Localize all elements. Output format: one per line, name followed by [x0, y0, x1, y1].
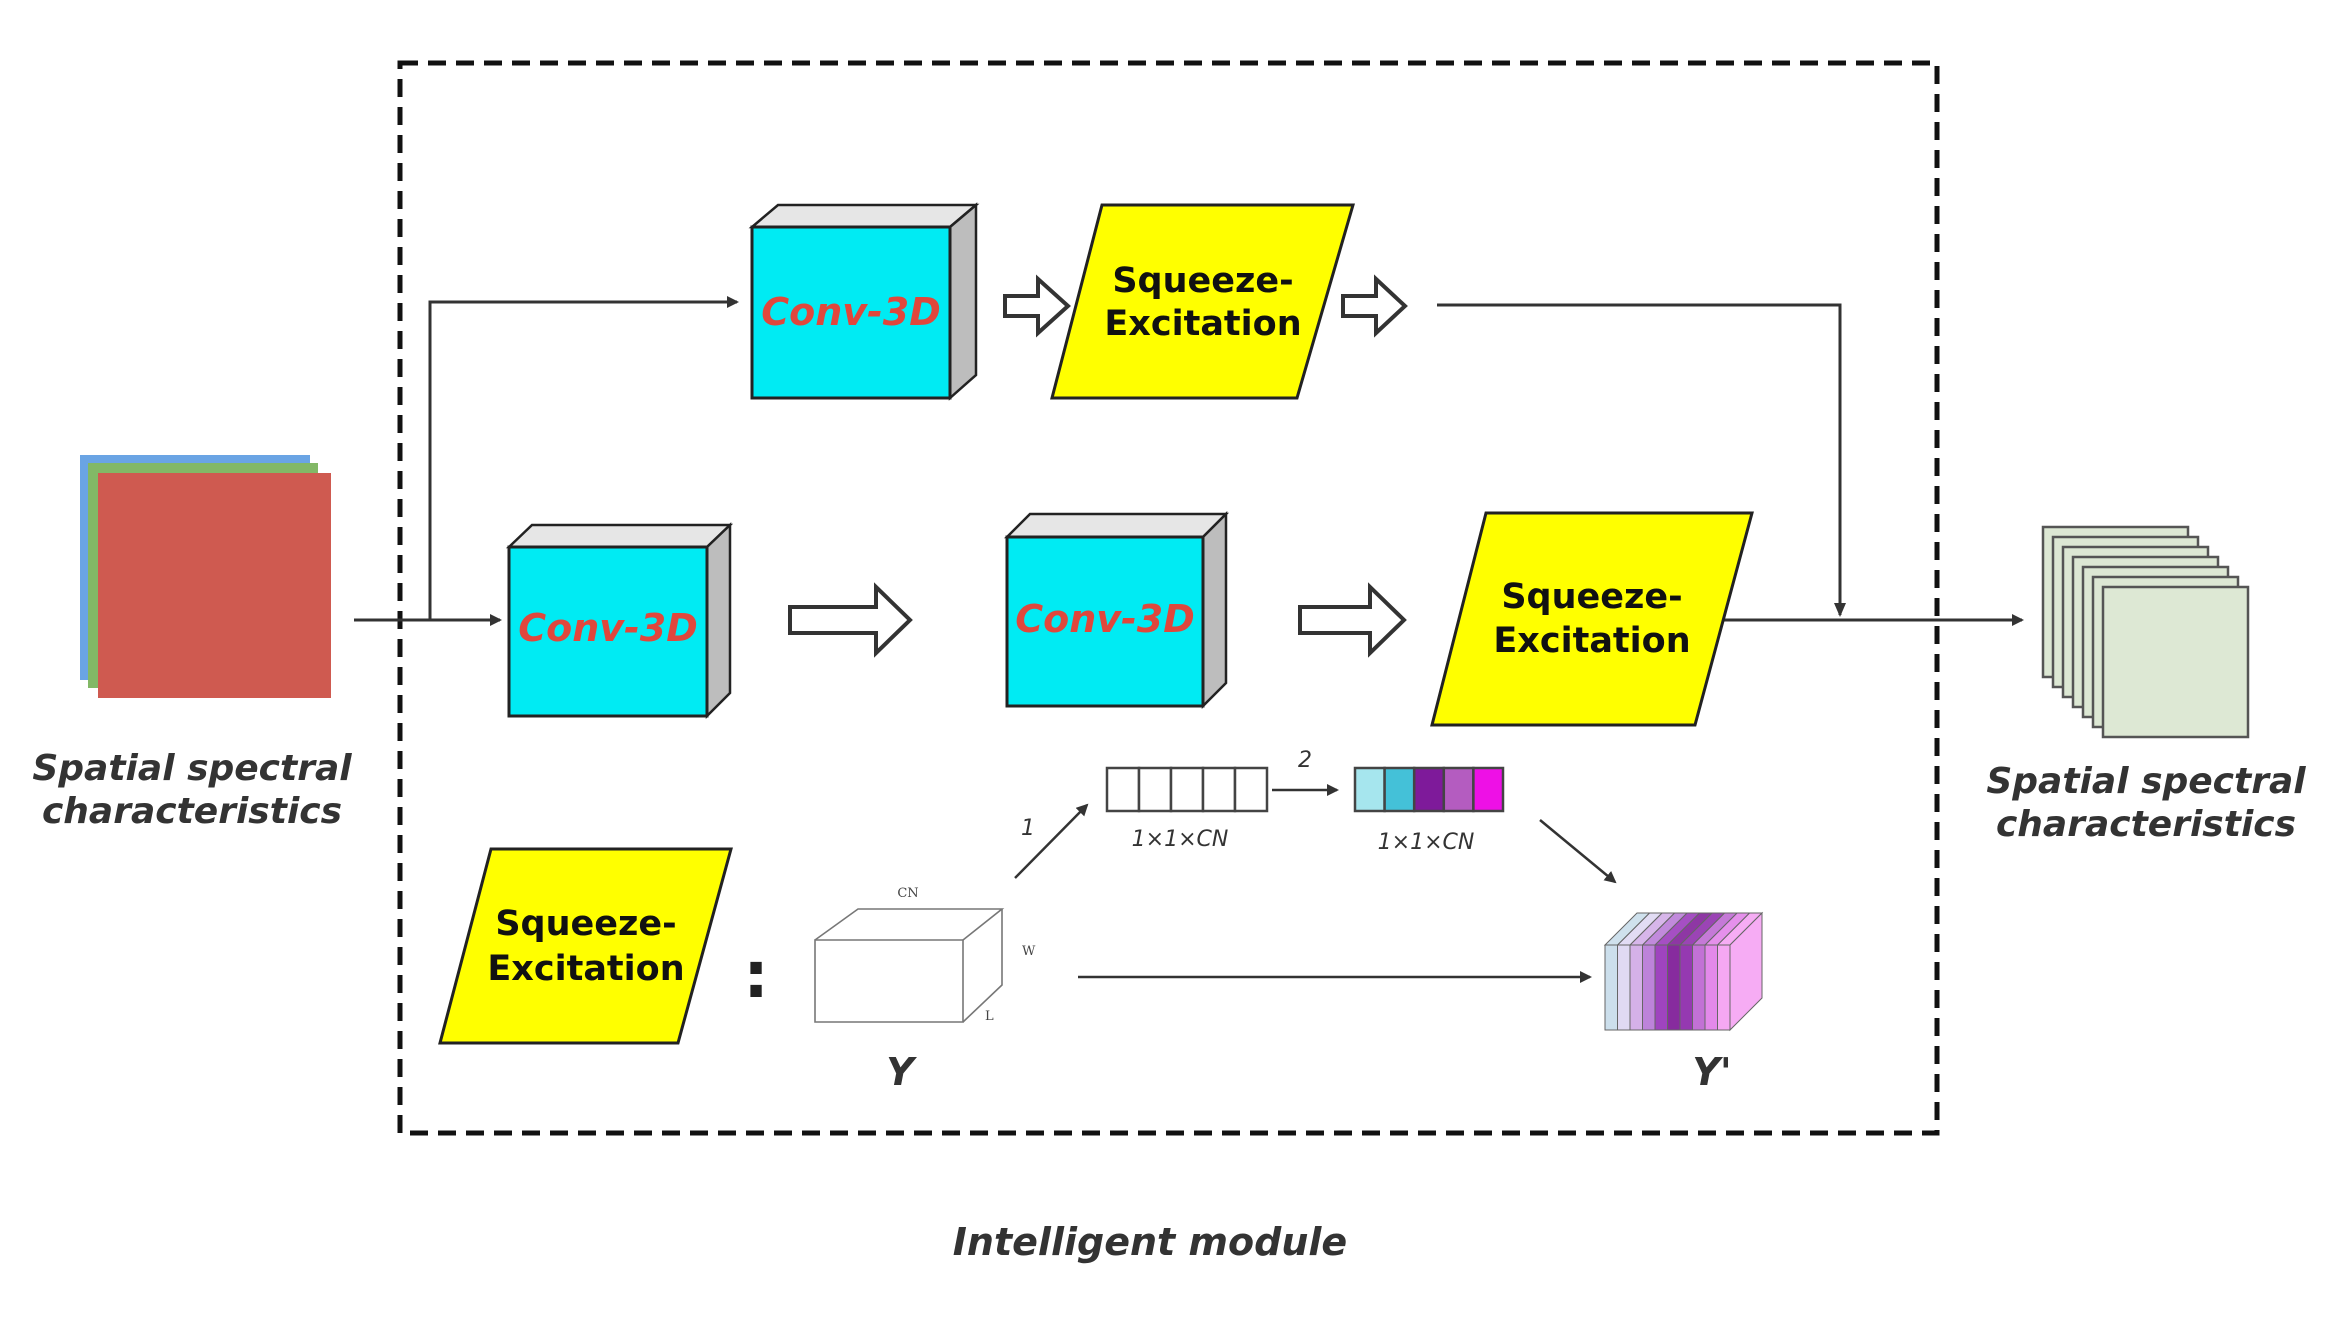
step1-label: 1 [1021, 816, 1035, 841]
top-se-label-line1: Squeeze- [1112, 261, 1293, 301]
output-tensor-slice [1603, 912, 1651, 1031]
top-se-shape [1050, 203, 1355, 400]
middle-se-label-line1: Squeeze- [1501, 577, 1682, 617]
output-tensor-slice [1691, 912, 1739, 1031]
middle-conv3d-1-label: Conv-3D [518, 606, 698, 650]
step1-arrow [1014, 803, 1089, 879]
output-tensor-slice [1716, 912, 1764, 1031]
module-title: Intelligent module [953, 1220, 1347, 1264]
output-layer-sheet [2101, 585, 2250, 739]
detail-separator-colon: : [743, 939, 769, 1013]
input-tensor-label-w: W [1022, 944, 1036, 959]
middle-conv3d-2-side-face [1201, 510, 1228, 710]
top-conv3d-front [750, 225, 952, 400]
top-conv3d-side-face [948, 202, 978, 401]
middle-se-block: Squeeze- Excitation [1430, 511, 1754, 727]
output-tensor-side [1729, 911, 1763, 1032]
middle-conv3d-2-label: Conv-3D [1015, 597, 1195, 641]
excitation-vector [1353, 766, 1505, 813]
squeeze-vector-cell [1105, 766, 1141, 813]
input-tensor-name: Y [886, 1050, 917, 1094]
output-caption-line2: characteristics [1996, 804, 2296, 845]
input-tensor-label-cn: CN [897, 886, 918, 901]
middle-conv3d-1-side-face [705, 522, 732, 720]
excitation-vector-cell [1412, 766, 1446, 813]
hollow-arrow-mid-2 [1298, 582, 1407, 658]
excitation-vector-cell [1383, 766, 1416, 813]
hollow-arrows [788, 274, 1408, 658]
squeeze-vector [1105, 766, 1269, 813]
middle-conv3d-2-front [1005, 535, 1205, 708]
flow-lines [354, 296, 2024, 626]
middle-conv3d-block-2: Conv-3D [1003, 510, 1230, 710]
middle-conv3d-2-top-face [1003, 512, 1230, 539]
excitation-vector-cell [1442, 766, 1475, 813]
input-feature-stack [80, 455, 331, 698]
input-caption-line2: characteristics [42, 791, 342, 832]
middle-conv3d-1-top-face [505, 523, 734, 549]
output-feature-stack [2041, 525, 2250, 739]
output-tensor-slice [1616, 912, 1664, 1031]
input-layer-red [98, 473, 331, 698]
output-tensor-recalibrated [1603, 911, 1764, 1032]
top-conv3d-block: Conv-3D [748, 202, 980, 401]
squeeze-vector-cell [1201, 766, 1237, 813]
detail-se-label-line2: Excitation [487, 949, 684, 989]
input-caption-line1: Spatial spectral [32, 748, 352, 789]
detail-se-shape [438, 847, 733, 1045]
output-tensor-slice [1666, 912, 1714, 1031]
middle-se-shape [1430, 511, 1754, 727]
step2-label: 2 [1298, 748, 1312, 773]
excitation-vector-cell [1472, 766, 1505, 813]
hollow-arrow-top-1 [1003, 274, 1071, 338]
squeeze-vector-label: 1×1×CN [1132, 827, 1229, 852]
middle-conv3d-1-front [507, 545, 709, 718]
squeeze-vector-cell [1233, 766, 1269, 813]
intelligent-module-border [397, 60, 1940, 1136]
detail-arrows [1014, 784, 1617, 983]
input-tensor-cube [814, 908, 1005, 1023]
detail-se-block: Squeeze- Excitation [438, 847, 733, 1045]
excitation-vector-label: 1×1×CN [1378, 830, 1475, 855]
detail-se-label-line1: Squeeze- [495, 904, 676, 944]
squeeze-vector-cell [1137, 766, 1173, 813]
hollow-arrow-top-2 [1341, 274, 1408, 338]
output-tensor-name: Y' [1692, 1050, 1731, 1094]
top-se-block: Squeeze- Excitation [1050, 203, 1355, 400]
squeeze-vector-cell [1169, 766, 1205, 813]
output-caption-line1: Spatial spectral [1986, 761, 2306, 802]
top-conv3d-top-face [748, 203, 980, 229]
input-tensor-label-l: L [985, 1009, 994, 1024]
output-tensor-slice [1703, 912, 1751, 1031]
middle-conv3d-block-1: Conv-3D [505, 522, 734, 720]
top-conv3d-label: Conv-3D [761, 290, 941, 334]
scale-arrow [1539, 819, 1617, 884]
top-output-line [1437, 303, 1846, 617]
middle-se-label-line2: Excitation [1493, 621, 1690, 661]
output-tensor-slice [1628, 912, 1676, 1031]
branch-up-arrow [428, 296, 739, 620]
hollow-arrow-mid-1 [788, 582, 913, 658]
top-se-label-line2: Excitation [1104, 304, 1301, 344]
excitation-vector-cell [1353, 766, 1386, 813]
